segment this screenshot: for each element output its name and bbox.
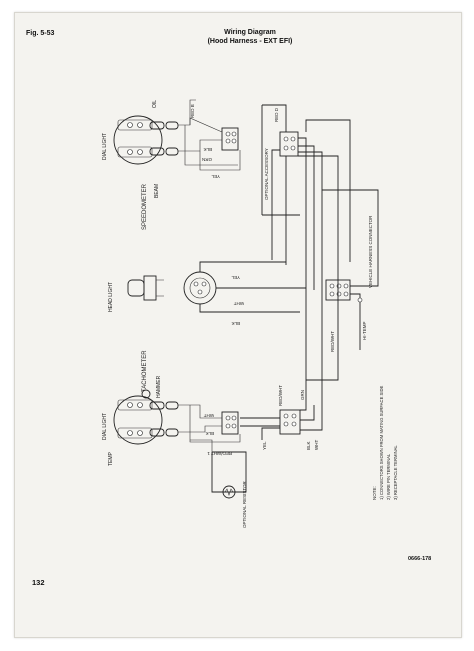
wire-label-grn-top: GRN [202,157,212,162]
diagram-title: Wiring Diagram (Hood Harness - EXT EFI) [150,28,350,46]
wire-label-yel-bottom: YEL [262,441,267,450]
notes-block: NOTE: 1) CONNECTORS SHOWN FROM MATING SU… [372,385,398,500]
wire-label-yel-head: YEL [231,275,240,280]
wire-label-wht-bottom: WHT [314,440,319,450]
wire-label-red-d: RED D [274,107,279,122]
hi-temp-label: HI-TEMP [362,322,367,341]
speedometer-bulbs [149,121,179,156]
head-light-label: HEAD LIGHT [108,282,114,312]
optional-resistor [211,451,247,499]
wire-label-red-wht-1: RED/WHT 1 [207,451,232,456]
head-light-connector [183,271,217,305]
beam-label: BEAM [154,184,160,198]
wire-label-grn-bottom: GRN [300,390,305,400]
wire-label-blk-tach: BLK [205,431,214,436]
temp-label: TEMP [108,451,114,466]
optional-accessory-connector [279,131,299,157]
notes-title: NOTE: [372,486,377,500]
optional-resistor-label: OPTIONAL RESISTOR [242,480,247,528]
notes-line-2: 2) WIRE PIN TERMINAL [386,453,391,500]
wire-label-red-b: RED B [190,104,195,118]
hammer-label: HAMMER [156,375,162,398]
wire-label-wht-head: WHT [234,301,244,306]
title-line-2: (Hood Harness - EXT EFI) [207,38,293,45]
optional-accessory-label: OPTIONAL ACCESSORY [264,148,269,200]
tachometer-connector [221,411,239,435]
head-light-bulb [127,275,164,301]
wire-label-blk-head: BLK [231,321,240,326]
dial-light-bottom-label: DIAL LIGHT [102,413,108,440]
figure-label: Fig. 5-53 [26,30,55,37]
vehicle-harness-connector-label: VEHICLE HARNESS CONNECTOR [368,215,373,288]
tachometer-bulbs [149,401,179,437]
wire-label-red-wht: RED/WHT [330,331,335,352]
notes-line-1: 1) CONNECTORS SHOWN FROM MATING SURFACE … [379,385,384,500]
oil-label: OIL [152,100,158,108]
dial-light-top-label: DIAL LIGHT [102,133,108,160]
tachometer-gauge [113,389,163,445]
diagram-code: 0666-178 [408,556,432,562]
wire-label-yel-top: YEL [211,174,220,179]
speedometer-connector [221,127,239,151]
tachometer-label: TACHOMETER [142,350,148,392]
notes-line-3: 3) RECEPTACLE TERMINAL [393,445,398,500]
speedometer-gauge [113,115,163,165]
speedometer-label: SPEEDOMETER [142,183,148,230]
wire-label-blk-top: BLK [203,147,212,152]
manual-page [14,12,462,638]
title-line-1: Wiring Diagram [224,29,276,36]
wire-label-wht-tach: WHT [204,413,214,418]
wire-label-red-wht-tach: RED/WHT [278,385,283,406]
wire-label-blk-bottom: BLK [306,441,311,450]
page-number: 132 [32,578,45,587]
tach-harness-connector [279,409,301,435]
